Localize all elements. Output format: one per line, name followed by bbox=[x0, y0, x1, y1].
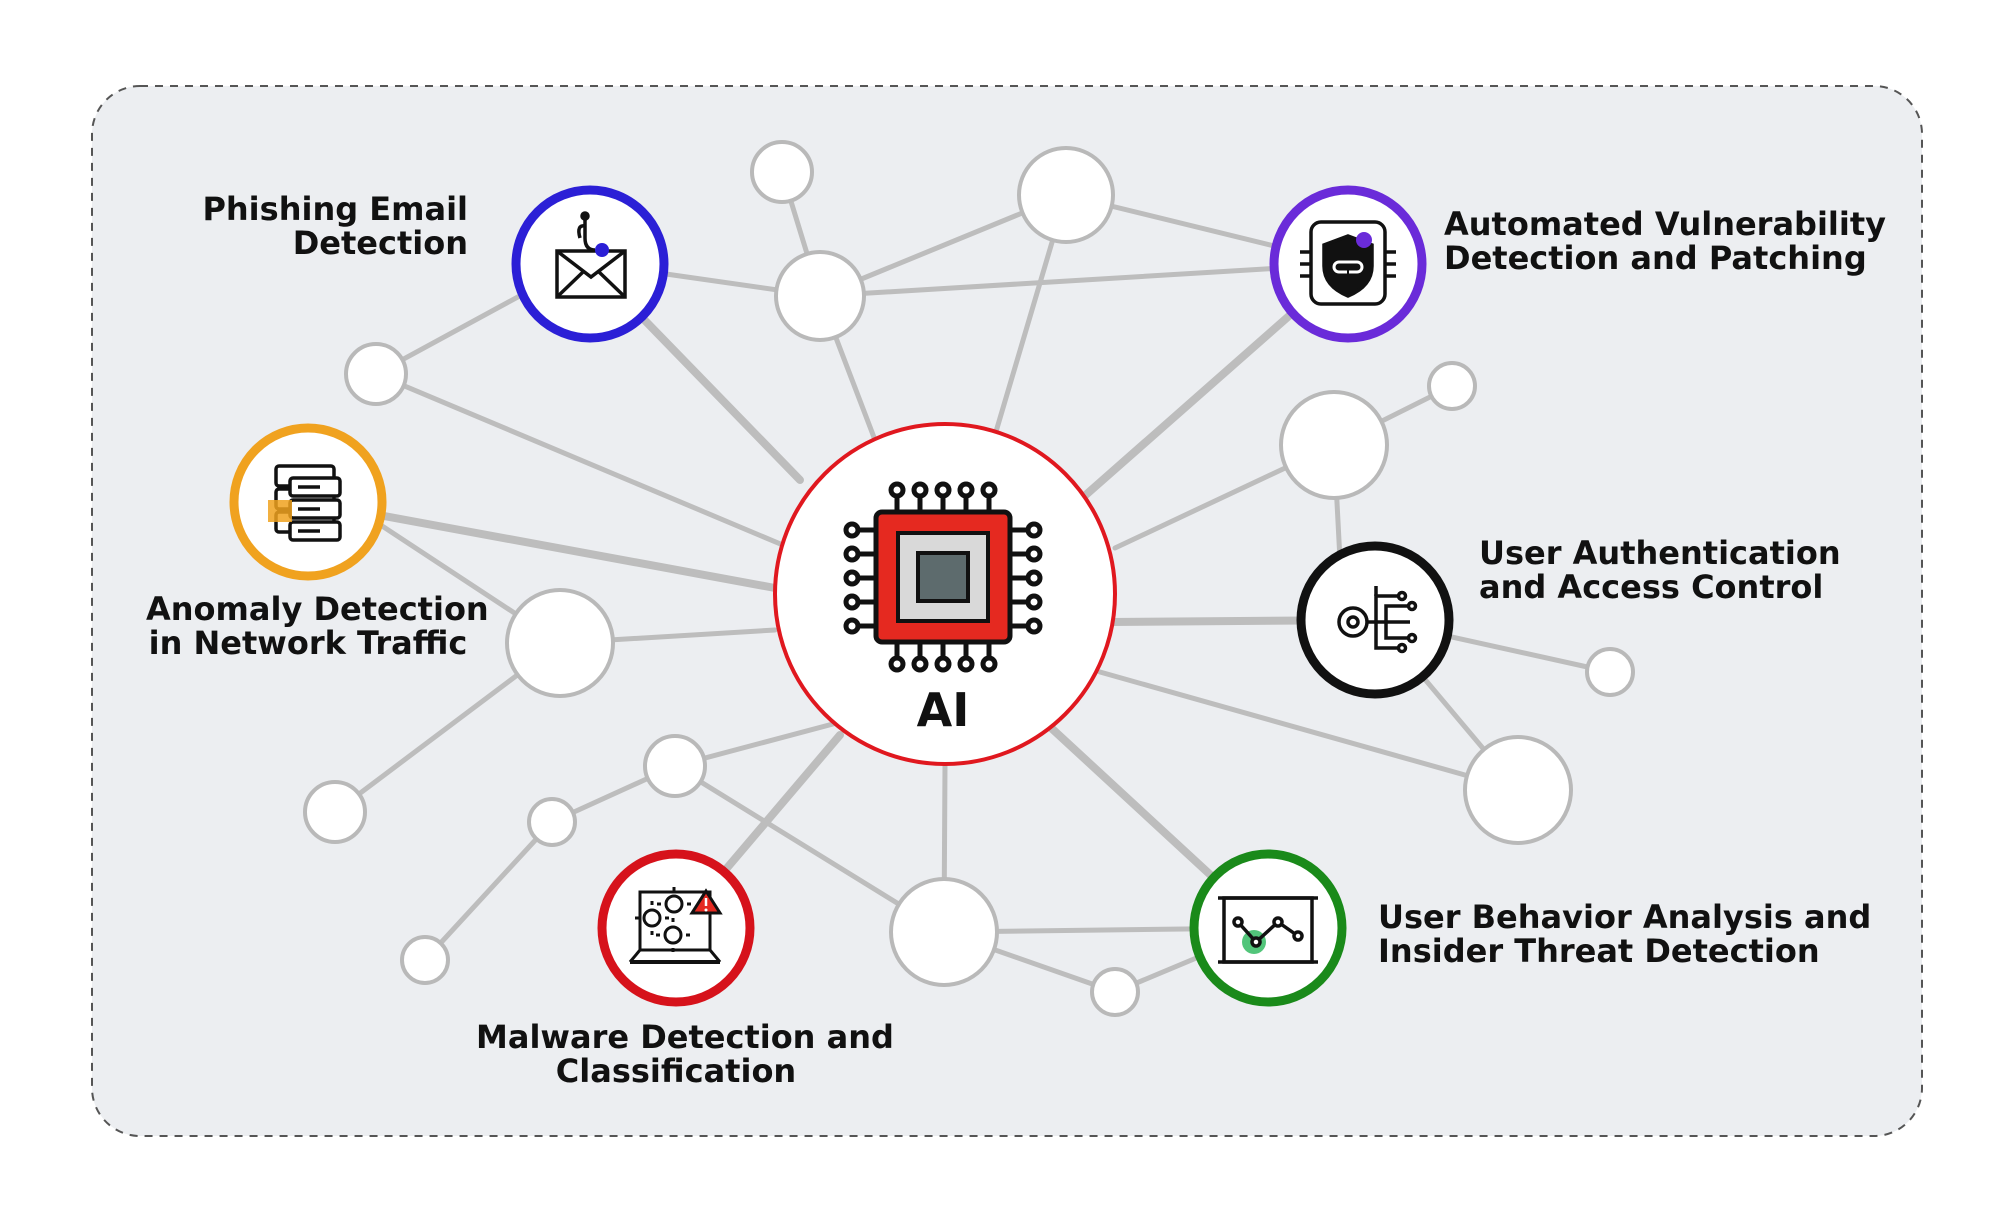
network-nodes bbox=[303, 140, 1635, 1017]
anomaly-label-line-2: in Network Traffic bbox=[148, 624, 468, 662]
phishing-label-line-2: Detection bbox=[292, 224, 468, 262]
virus-laptop-warning-icon bbox=[628, 887, 723, 964]
malware-label-line-1: Malware Detection and bbox=[476, 1018, 894, 1056]
phishing-node bbox=[511, 185, 669, 343]
vulnerability-label: Automated Vulnerability Detection and Pa… bbox=[1444, 207, 1886, 275]
network-node bbox=[1279, 390, 1389, 500]
analytics-board-icon bbox=[1218, 896, 1318, 964]
network-node bbox=[643, 734, 707, 798]
network-node bbox=[1017, 146, 1115, 244]
vulnerability-label-line-2: Detection and Patching bbox=[1444, 239, 1867, 277]
behavior-label-line-1: User Behavior Analysis and bbox=[1378, 898, 1872, 936]
network-node bbox=[344, 342, 408, 406]
anomaly-label: Anomaly Detection in Network Traffic bbox=[146, 590, 489, 662]
digital-key-icon bbox=[1337, 586, 1418, 654]
shield-lock-icon bbox=[1300, 220, 1396, 306]
authentication-label-line-2: and Access Control bbox=[1479, 568, 1824, 606]
network-node bbox=[1427, 361, 1477, 411]
envelope-fishhook-icon bbox=[555, 211, 627, 299]
ai-center-title: AI bbox=[917, 683, 970, 737]
network-node bbox=[889, 877, 999, 987]
network-node bbox=[774, 250, 866, 342]
malware-label: Malware Detection and Classification bbox=[476, 1018, 894, 1090]
authentication-label-line-1: User Authentication bbox=[1479, 534, 1841, 572]
network-node bbox=[400, 935, 450, 985]
anomaly-node bbox=[229, 423, 387, 581]
network-node bbox=[527, 797, 577, 847]
behavior-label: User Behavior Analysis and Insider Threa… bbox=[1378, 900, 1871, 968]
phishing-label-line-1: Phishing Email bbox=[202, 190, 468, 228]
phishing-label: Phishing Email Detection bbox=[202, 192, 468, 260]
network-node bbox=[1463, 735, 1573, 845]
network-node bbox=[505, 588, 615, 698]
malware-label-line-2: Classification bbox=[555, 1052, 797, 1090]
network-node bbox=[1090, 967, 1140, 1017]
network-node bbox=[303, 780, 367, 844]
authentication-label: User Authentication and Access Control bbox=[1479, 536, 1841, 604]
ai-chip-icon bbox=[843, 481, 1043, 673]
network-node bbox=[1585, 647, 1635, 697]
behavior-label-line-2: Insider Threat Detection bbox=[1378, 932, 1820, 970]
server-stack-icon bbox=[268, 464, 342, 542]
ai-center-node: AI bbox=[773, 422, 1117, 766]
malware-node bbox=[597, 849, 755, 1007]
vulnerability-label-line-1: Automated Vulnerability bbox=[1444, 205, 1887, 243]
authentication-node bbox=[1296, 541, 1454, 699]
anomaly-label-line-1: Anomaly Detection bbox=[146, 590, 489, 628]
network-node bbox=[750, 140, 814, 204]
vulnerability-node bbox=[1269, 185, 1427, 343]
behavior-node bbox=[1189, 849, 1347, 1007]
